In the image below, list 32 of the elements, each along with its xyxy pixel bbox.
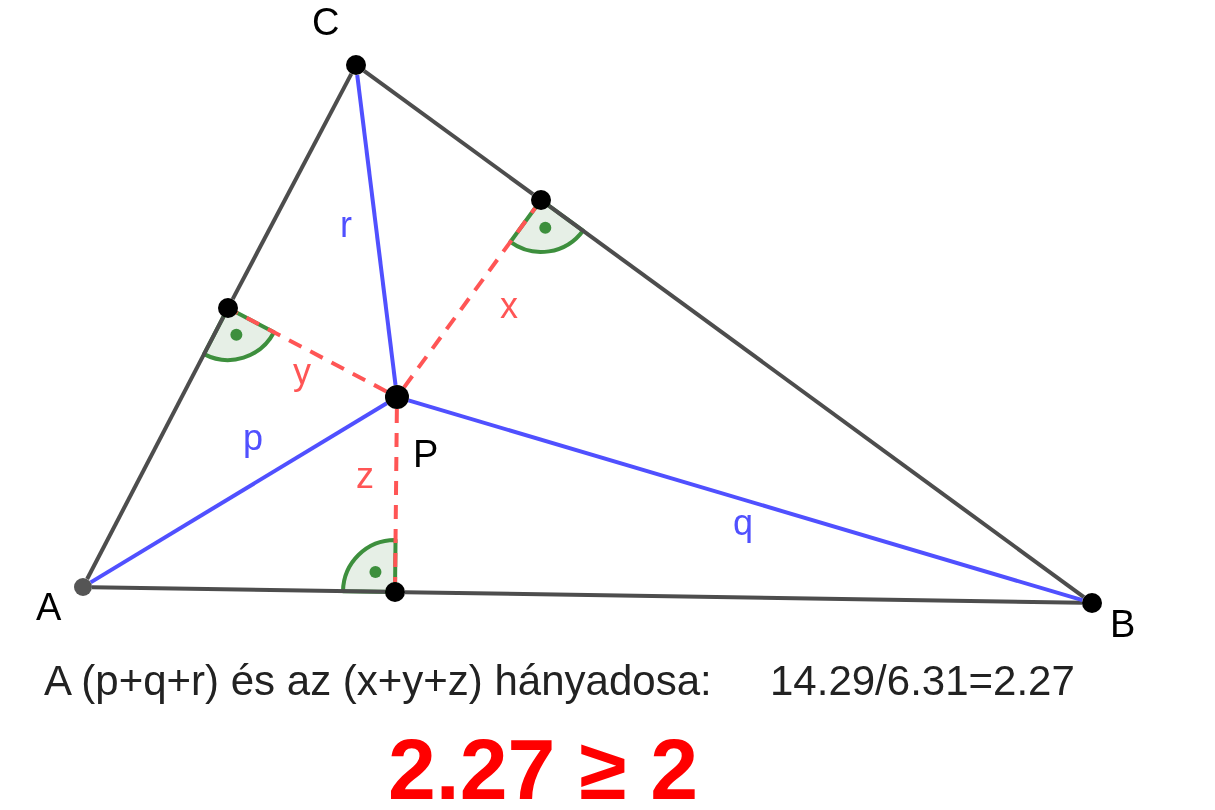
point	[218, 298, 238, 318]
ratio-value: 14.29/6.31=2.27	[770, 660, 1075, 702]
edge-label: z	[356, 458, 374, 494]
line-segment	[355, 74, 398, 386]
point	[346, 55, 366, 75]
ratio-text: A (p+q+r) és az (x+y+z) hányadosa:	[44, 660, 712, 702]
line-segment	[85, 315, 226, 580]
edge-label: p	[243, 420, 264, 456]
line-segment	[89, 401, 388, 585]
edge-label: x	[500, 288, 518, 324]
line-segment	[91, 585, 386, 594]
point	[74, 578, 92, 596]
inequality-result: 2.27 ≥ 2	[388, 726, 699, 810]
point	[385, 385, 409, 409]
line-segment	[407, 398, 1083, 603]
line-segment	[362, 69, 535, 196]
edge-label: q	[733, 505, 754, 541]
point-label: B	[1110, 605, 1136, 643]
point	[385, 582, 405, 602]
edge-label: y	[293, 354, 311, 390]
point-label: A	[36, 588, 62, 626]
line-segment	[404, 590, 1083, 605]
line-segment	[402, 206, 537, 389]
line-segment	[235, 310, 388, 394]
point	[1082, 593, 1102, 613]
point-label: C	[312, 3, 340, 41]
line-segment	[547, 204, 1086, 599]
point-label: P	[413, 435, 439, 473]
edge-label: r	[340, 207, 352, 243]
line-segment	[393, 408, 399, 583]
point	[531, 190, 551, 210]
line-segment	[230, 72, 354, 301]
